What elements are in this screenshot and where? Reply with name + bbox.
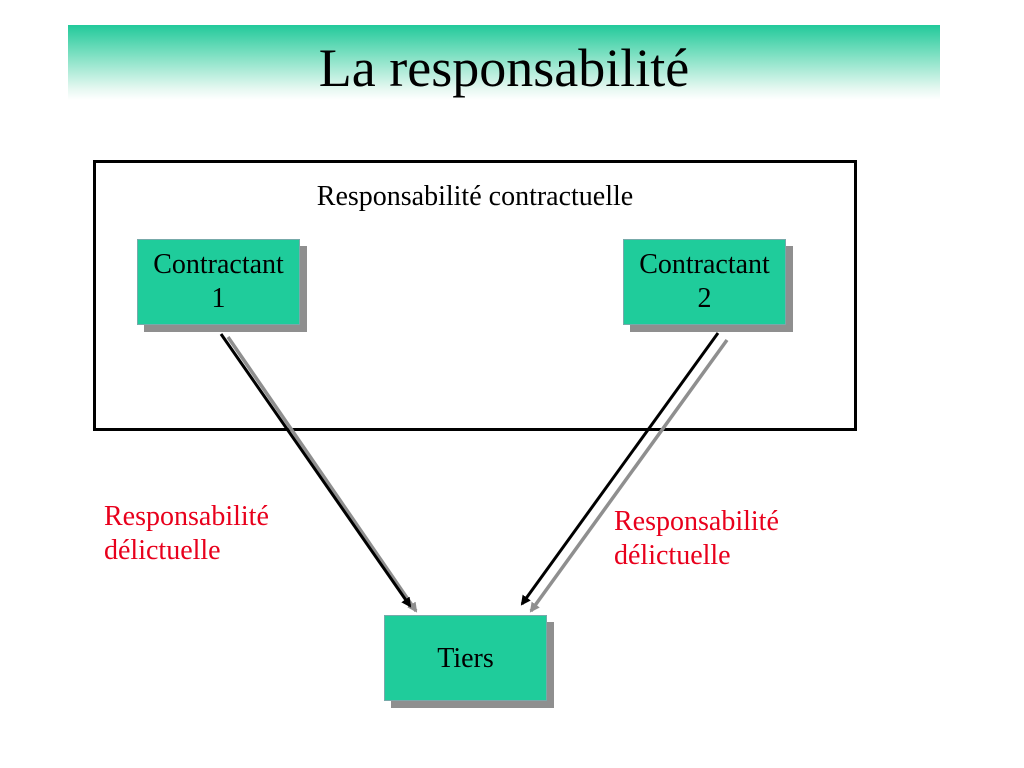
contract-frame: [93, 160, 857, 431]
title-banner: [68, 25, 940, 100]
page-title: La responsabilité: [318, 38, 690, 98]
frame-label: Responsabilité contractuelle: [316, 181, 634, 212]
arrow-c1-tiers-shadow: [226, 336, 418, 613]
relation-left-line2: délictuelle: [104, 535, 221, 566]
node-contractant-2: Contractant 2: [623, 239, 786, 325]
node-contractant-1-name: Contractant: [153, 249, 284, 280]
relation-label-right: Responsabilité délictuelle: [614, 505, 779, 573]
relation-label-left: Responsabilité délictuelle: [104, 500, 269, 568]
arrow-c2-tiers-shadow: [529, 338, 729, 613]
arrow-c1-tiers: [219, 333, 412, 608]
relation-left-line1: Responsabilité: [104, 501, 269, 532]
node-contractant-2-number: 2: [697, 283, 712, 314]
node-contractant-1: Contractant 1: [137, 239, 300, 325]
arrow-c2-tiers: [520, 332, 720, 606]
node-tiers: Tiers: [384, 615, 547, 701]
node-tiers-label: Tiers: [437, 643, 494, 674]
node-contractant-2-name: Contractant: [639, 249, 770, 280]
node-contractant-1-number: 1: [211, 283, 226, 314]
relation-right-line2: délictuelle: [614, 540, 731, 571]
relation-right-line1: Responsabilité: [614, 506, 779, 537]
